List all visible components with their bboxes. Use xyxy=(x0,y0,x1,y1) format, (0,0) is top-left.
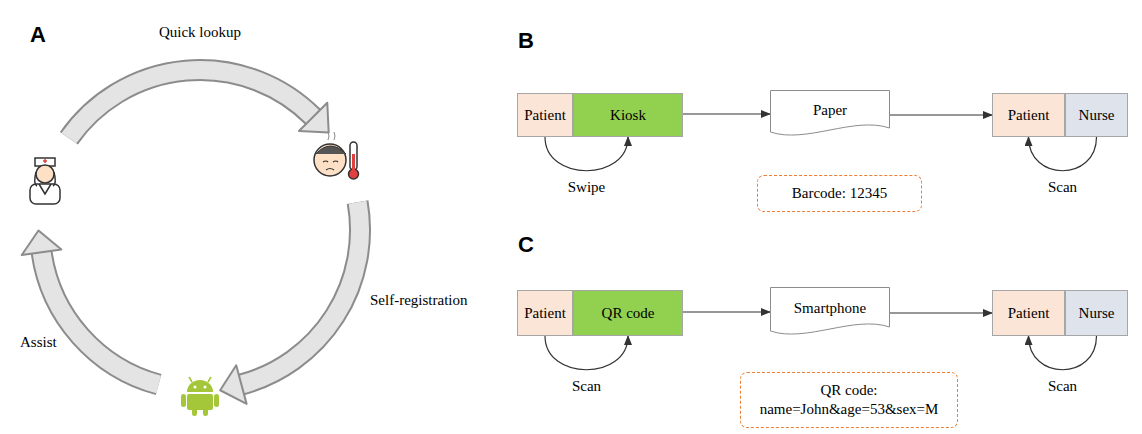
edge-label: Scan xyxy=(1046,179,1079,196)
cycle-arrow xyxy=(69,70,329,138)
process-box: Patient xyxy=(992,93,1065,137)
connector-arrow xyxy=(683,311,770,312)
node-text: Patient xyxy=(1008,304,1050,323)
process-box: Nurse xyxy=(1065,93,1128,137)
connector-arrow xyxy=(1029,336,1097,370)
connector-arrow xyxy=(545,137,628,171)
arrow-caption: Assist xyxy=(20,334,57,351)
document-shape: Paper xyxy=(770,90,890,138)
node-text: Kiosk xyxy=(610,106,646,125)
node-text: Nurse xyxy=(1079,106,1115,125)
connector-arrow xyxy=(890,312,992,313)
document-shape: Smartphone xyxy=(770,287,890,337)
process-box: Nurse xyxy=(1065,290,1128,336)
connector-arrow xyxy=(1029,137,1097,171)
dashed-note-box: QR code: name=John&age=53&sex=M xyxy=(740,372,958,428)
process-box: Patient xyxy=(517,290,573,336)
node-text: Smartphone xyxy=(794,299,867,318)
connector-arrow xyxy=(683,113,770,114)
dashed-note-box: Barcode: 12345 xyxy=(757,175,922,212)
connector-arrow xyxy=(545,336,628,370)
process-box: QR code xyxy=(573,290,683,336)
node-text: Barcode: 12345 xyxy=(792,184,887,203)
node-text: Patient xyxy=(524,304,566,323)
edge-label: Scan xyxy=(570,378,603,395)
node-text: Nurse xyxy=(1079,304,1115,323)
arrow-caption: Self-registration xyxy=(370,292,467,309)
node-text: Patient xyxy=(1008,106,1050,125)
panel-letter: B xyxy=(518,28,534,54)
node-text: Paper xyxy=(813,101,847,120)
panel-letter: C xyxy=(518,232,534,258)
android-icon xyxy=(181,377,219,416)
edge-label: Swipe xyxy=(566,179,608,196)
patient-icon xyxy=(314,132,359,179)
cycle-arrow xyxy=(22,230,159,384)
connector-arrow xyxy=(890,114,992,115)
panel-letter: A xyxy=(30,22,46,48)
arrow-caption: Quick lookup xyxy=(159,24,241,41)
nurse-icon xyxy=(30,158,60,204)
node-text: QR code: name=John&age=53&sex=M xyxy=(749,381,949,419)
edge-label: Scan xyxy=(1046,378,1079,395)
cycle-arrow xyxy=(220,202,360,404)
process-box: Patient xyxy=(992,290,1065,336)
node-text: QR code xyxy=(602,304,655,323)
process-box: Kiosk xyxy=(573,93,683,137)
process-box: Patient xyxy=(517,93,573,137)
node-text: Patient xyxy=(524,106,566,125)
